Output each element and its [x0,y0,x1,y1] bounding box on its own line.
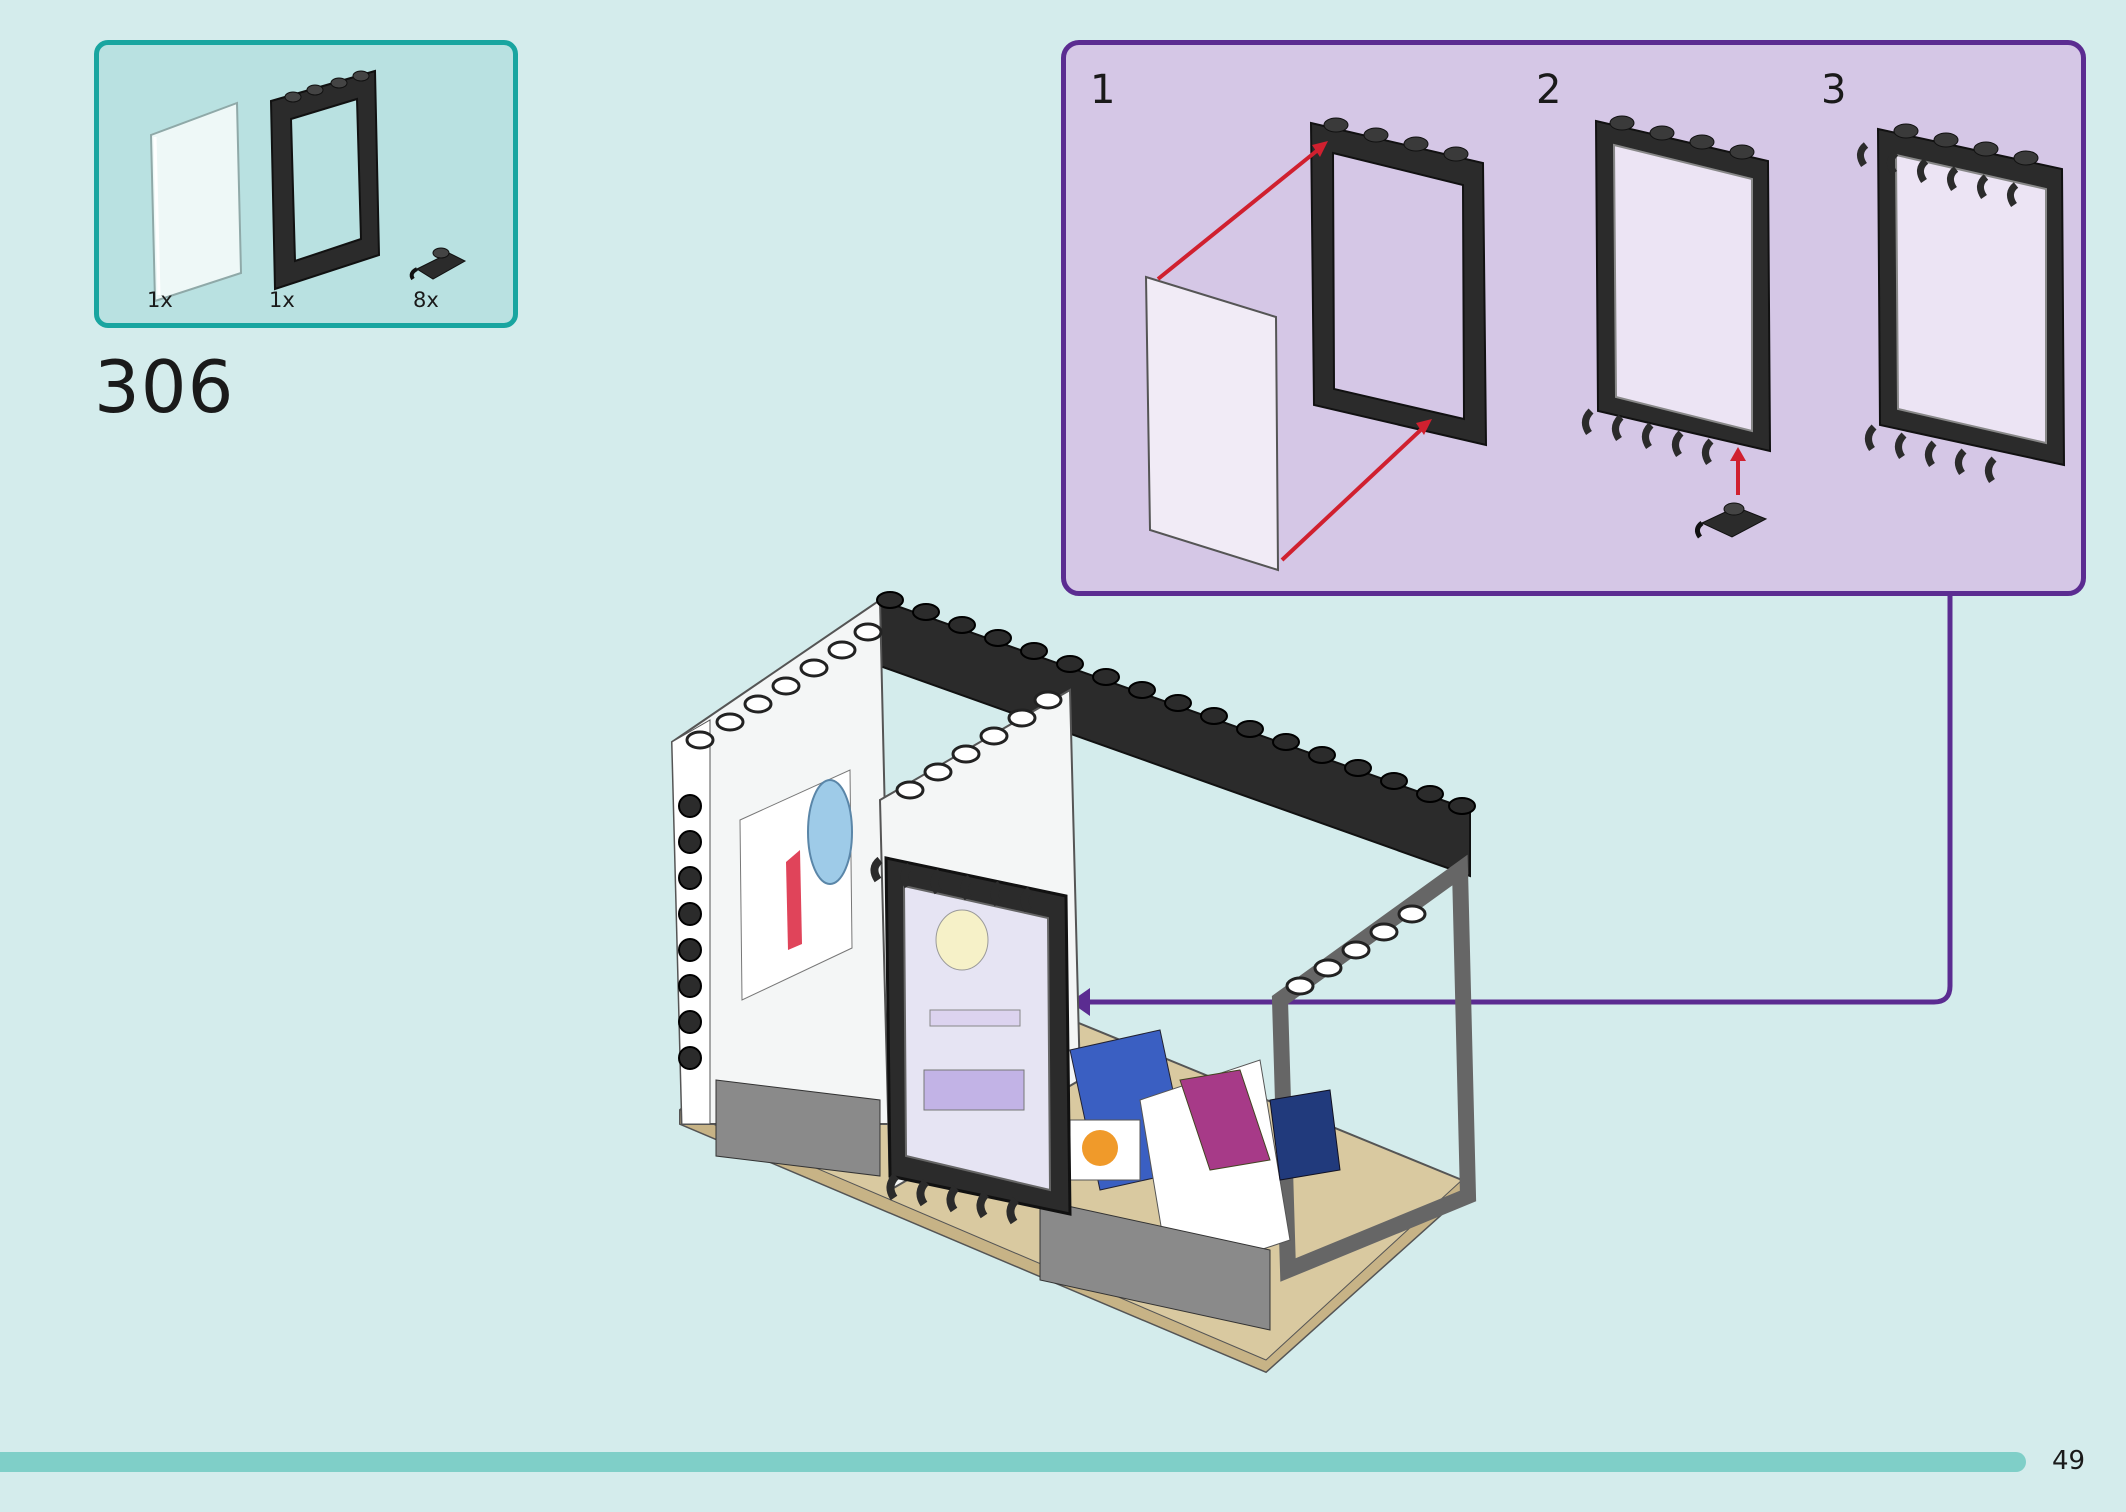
part-qty-clip: 8x [413,288,439,312]
substep-1-illustration [1144,117,1488,572]
page-number: 49 [2052,1446,2086,1476]
progress-bar [0,1452,2026,1472]
part-qty-glass: 1x [147,288,173,312]
part-qty-frame: 1x [269,288,295,312]
substep-label-2: 2 [1536,67,1562,113]
substeps-callout: 1 2 3 [1061,40,2086,596]
window-frame-part [269,69,381,291]
glass-pane-part [149,101,243,303]
substep-label-3: 3 [1821,67,1847,113]
parts-list-box: 1x 1x 8x [94,40,518,328]
step-number: 306 [94,345,235,429]
substep-label-1: 1 [1090,67,1116,113]
substep-3-illustration [1857,123,2066,483]
clip-plate-part [409,247,467,281]
substep-2-illustration [1582,115,1772,539]
